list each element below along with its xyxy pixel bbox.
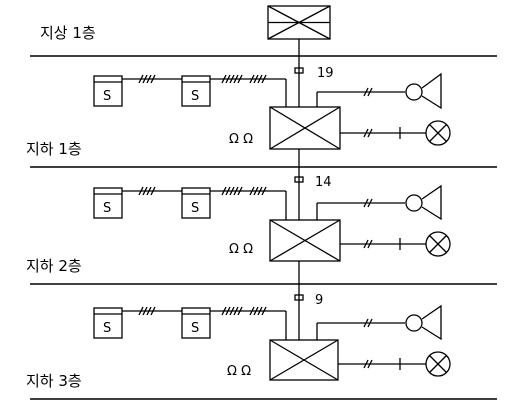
wire-count: 19 bbox=[317, 66, 334, 81]
wire-tick-marks bbox=[138, 186, 156, 196]
detector-sensor: S bbox=[93, 307, 123, 339]
detector-sensor: S bbox=[93, 187, 123, 219]
wire-count: 14 bbox=[315, 175, 332, 190]
sensor-label: S bbox=[191, 321, 199, 336]
wire-tick-marks bbox=[363, 128, 373, 138]
resistor-symbol: Ω Ω bbox=[229, 242, 253, 257]
detector-sensor: S bbox=[181, 307, 211, 339]
wire-tick-marks bbox=[363, 359, 373, 369]
indicator-lamp-icon bbox=[425, 231, 451, 257]
indicator-lamp-icon bbox=[425, 120, 451, 146]
floor-label-ground-1: 지상 1층 bbox=[40, 24, 96, 42]
resistor-symbol: Ω Ω bbox=[227, 364, 251, 379]
floor-group-basement-2: S S bbox=[93, 184, 451, 262]
siren-icon bbox=[405, 72, 442, 110]
sensor-label: S bbox=[103, 89, 111, 104]
sensor-label: S bbox=[191, 201, 199, 216]
detector-sensor: S bbox=[181, 187, 211, 219]
wire-tick-marks bbox=[363, 87, 373, 97]
detector-sensor: S bbox=[93, 75, 123, 107]
floor-group-basement-1: S S bbox=[93, 72, 451, 150]
wire-tick-marks bbox=[363, 318, 373, 328]
transmitter-box bbox=[269, 339, 339, 381]
sensor-label: S bbox=[191, 89, 199, 104]
wire-tick-marks bbox=[221, 74, 243, 84]
transmitter-box bbox=[269, 106, 341, 150]
transmitter-box bbox=[269, 219, 341, 262]
wire-count: 9 bbox=[315, 293, 323, 308]
wire-tick-marks bbox=[221, 306, 243, 316]
wire-tick-marks bbox=[249, 186, 267, 196]
riser-terminal-marker bbox=[294, 176, 304, 183]
detector-sensor: S bbox=[181, 75, 211, 107]
floor-label-basement-3: 지하 3층 bbox=[26, 372, 82, 390]
wire-tick-marks bbox=[249, 306, 267, 316]
riser-terminal-marker bbox=[294, 67, 304, 74]
wire-tick-marks bbox=[138, 74, 156, 84]
floor-group-basement-3: S S bbox=[93, 304, 451, 381]
wire-tick-marks bbox=[138, 306, 156, 316]
floor-label-basement-2: 지하 2층 bbox=[26, 257, 82, 275]
wire-tick-marks bbox=[363, 239, 373, 249]
wire-tick-marks bbox=[363, 198, 373, 208]
siren-icon bbox=[405, 184, 442, 221]
siren-icon bbox=[405, 304, 442, 341]
floor-label-basement-1: 지하 1층 bbox=[26, 140, 82, 158]
receiver-panel bbox=[267, 5, 331, 40]
wire-tick-marks bbox=[249, 74, 267, 84]
resistor-symbol: Ω Ω bbox=[229, 132, 253, 147]
sensor-label: S bbox=[103, 201, 111, 216]
sensor-label: S bbox=[103, 321, 111, 336]
riser-terminal-marker bbox=[294, 294, 304, 301]
indicator-lamp-icon bbox=[425, 351, 451, 377]
wire-tick-marks bbox=[221, 186, 243, 196]
